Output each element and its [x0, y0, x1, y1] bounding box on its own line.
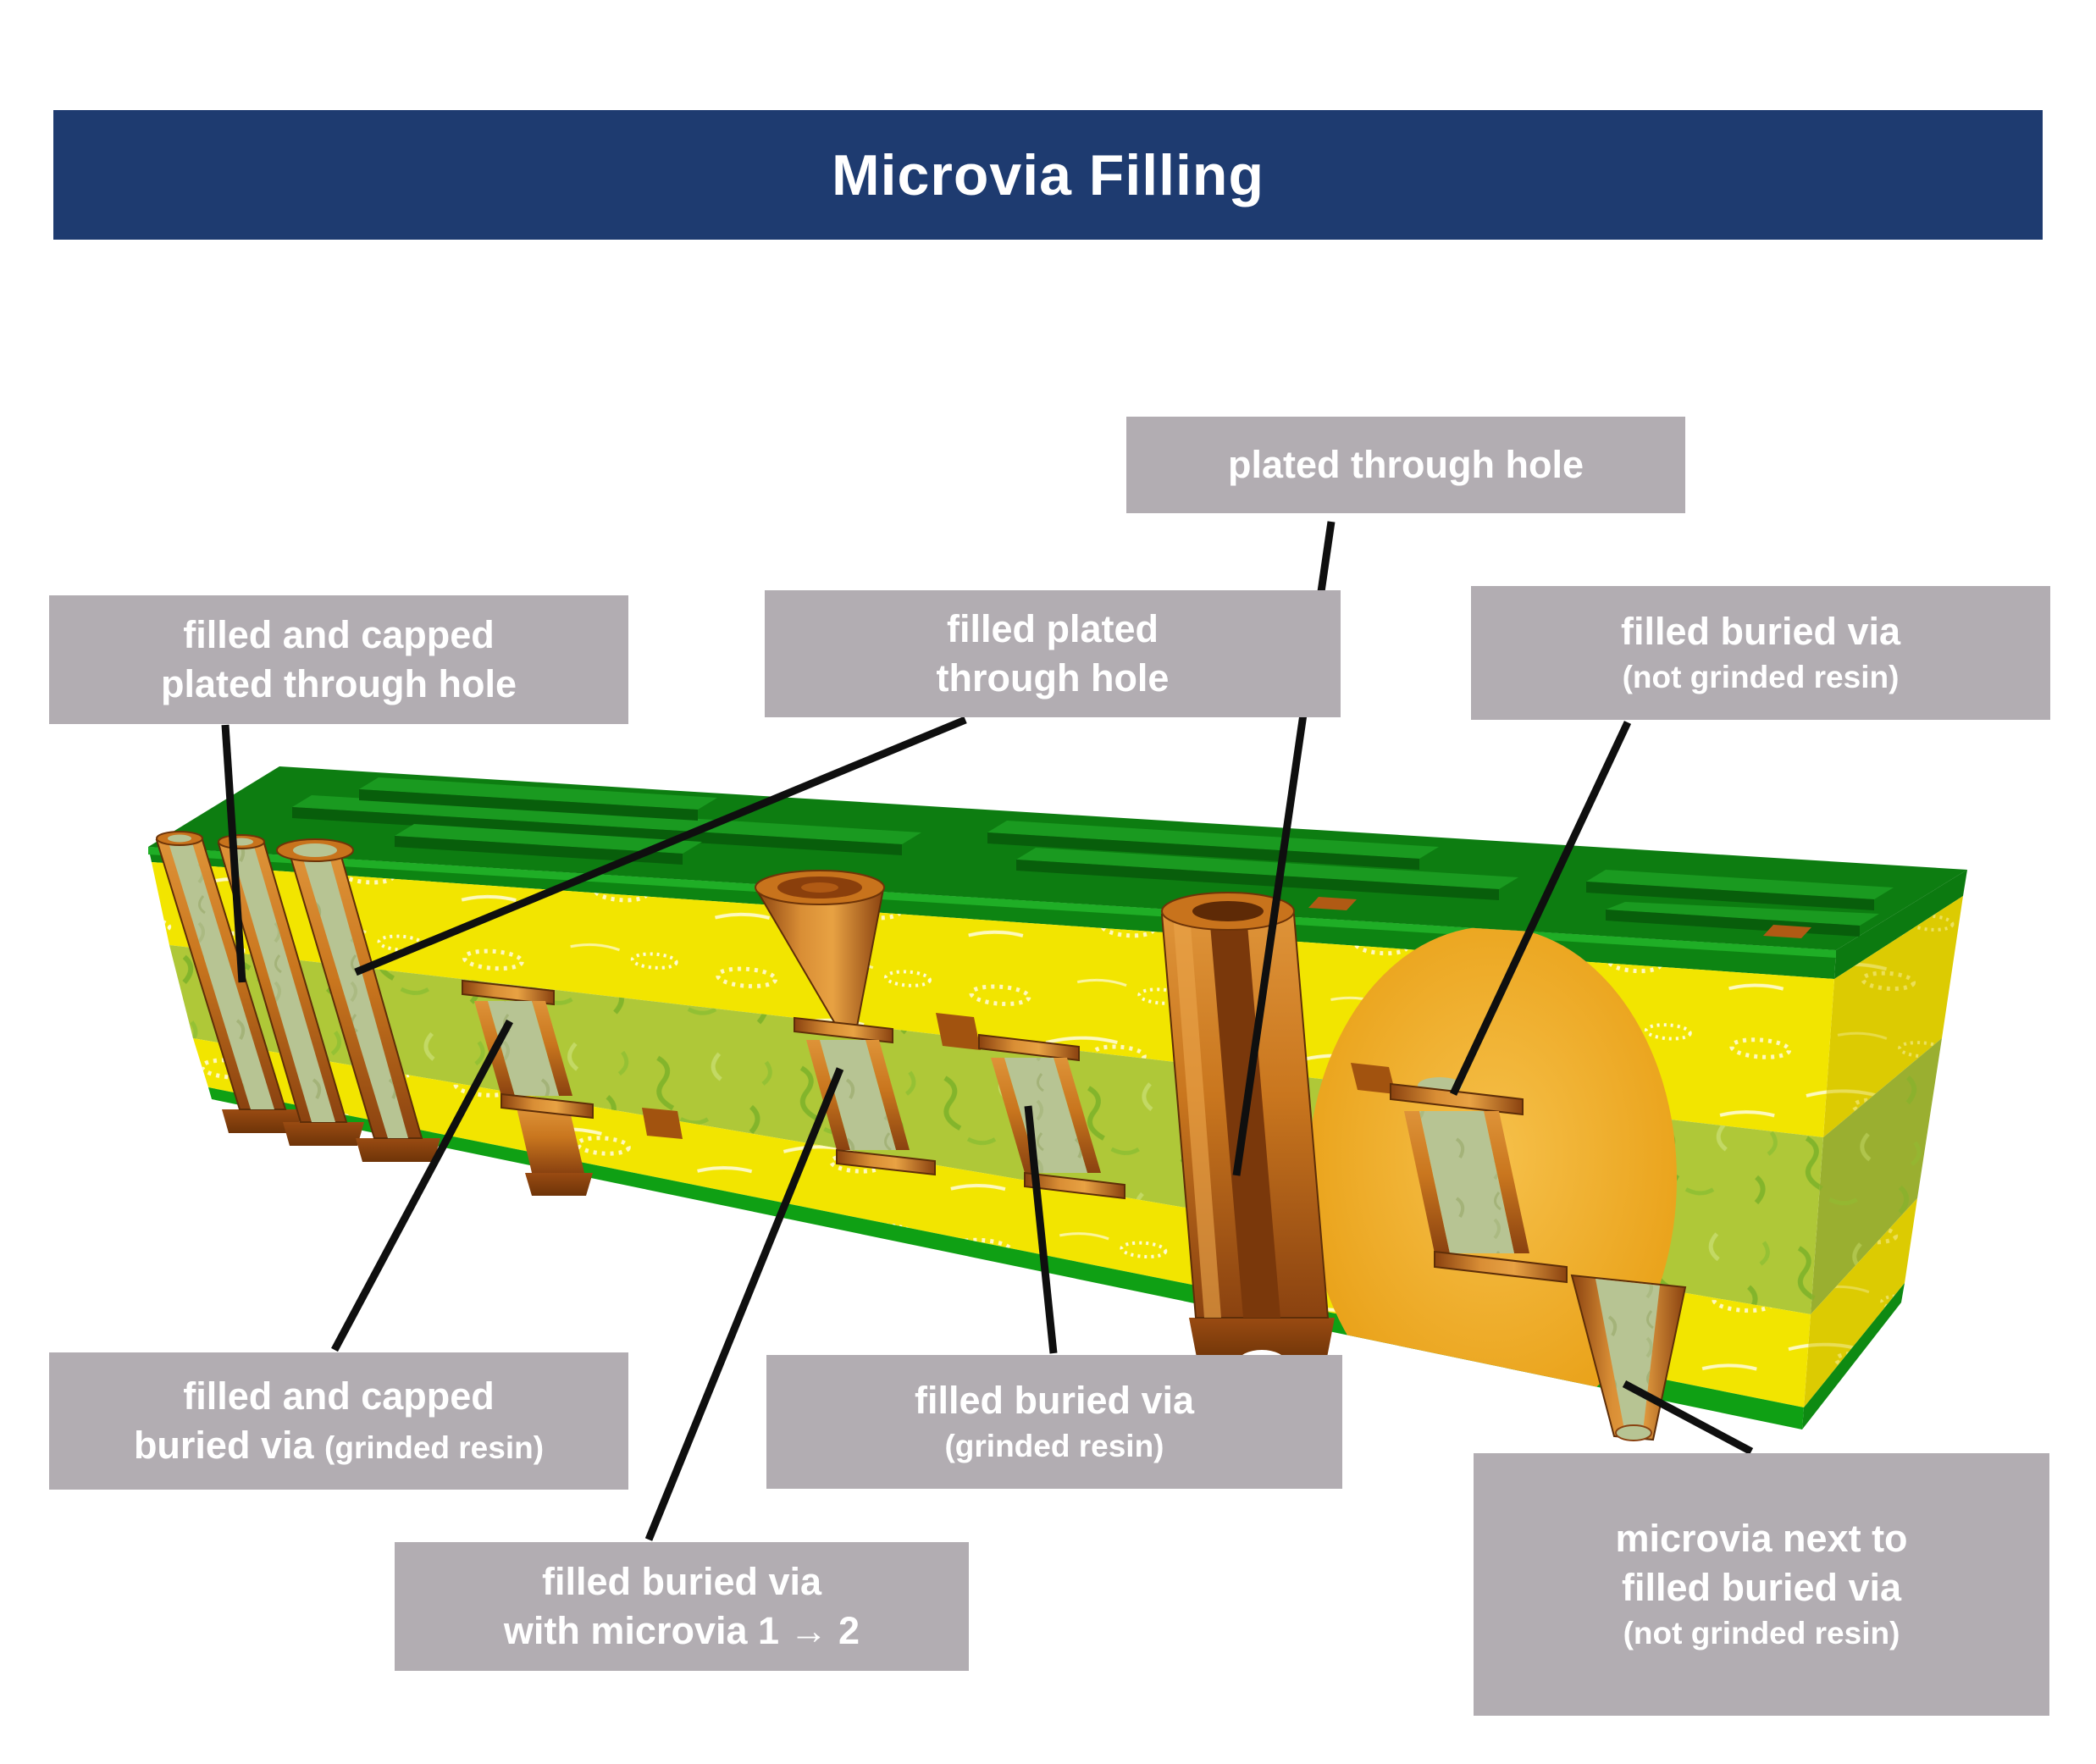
label-microvia-next-to: microvia next to filled buried via (not … — [1474, 1453, 2049, 1716]
label-line: filled buried via — [914, 1379, 1195, 1422]
top-copper-pads — [1308, 897, 1811, 938]
label-filled-capped-buried: filled and capped buried via (grinded re… — [49, 1352, 628, 1490]
leader-filled-pth — [354, 716, 967, 976]
label-line-part: (grinded resin) — [324, 1430, 545, 1465]
leader-buried-with-microvia — [644, 1067, 844, 1541]
label-line: filled buried via — [541, 1560, 822, 1603]
via-filled-capped-pth — [155, 831, 303, 1133]
label-line: plated through hole — [161, 662, 517, 705]
buried-via-not-grinded — [1390, 1077, 1568, 1284]
label-line: plated through hole — [1228, 443, 1584, 486]
label-line: with microvia 1 → 2 — [503, 1609, 860, 1652]
label-line: filled plated — [946, 607, 1159, 650]
title-bar: Microvia Filling — [53, 110, 2043, 240]
inner-copper-tabs — [642, 1013, 1396, 1139]
label-filled-capped-pth: filled and capped plated through hole — [49, 595, 628, 724]
label-line: filled buried via — [1621, 1566, 1902, 1609]
leader-filled-capped-buried — [331, 1019, 513, 1352]
board-end-face — [1802, 870, 1967, 1429]
top-trace-ridges — [292, 777, 1894, 937]
label-line: (not grinded resin) — [1623, 1616, 1900, 1651]
microvia-cone — [755, 870, 885, 1027]
buried-via-grinded — [978, 1033, 1125, 1200]
label-line: filled and capped — [183, 613, 495, 656]
leader-buried-not-grinded — [1449, 721, 1632, 1096]
via-filled-pth — [276, 838, 440, 1162]
label-line: filled and capped — [183, 1374, 495, 1418]
leader-filled-capped-pth — [221, 724, 246, 983]
label-line: (not grinded resin) — [1622, 660, 1900, 694]
page-title: Microvia Filling — [832, 142, 1264, 207]
label-filled-buried-grinded: filled buried via (grinded resin) — [766, 1355, 1342, 1489]
label-filled-buried-not-grinded: filled buried via (not grinded resin) — [1471, 586, 2050, 720]
label-buried-with-microvia: filled buried via with microvia 1 → 2 — [395, 1542, 969, 1671]
label-line: buried via (grinded resin) — [134, 1421, 544, 1470]
label-pth: plated through hole — [1126, 417, 1685, 513]
label-line: through hole — [936, 656, 1170, 700]
label-line: (grinded resin) — [944, 1429, 1164, 1463]
via-filled-pth-left — [217, 834, 364, 1146]
leader-lines — [221, 521, 1754, 1541]
label-line: filled buried via — [1620, 610, 1901, 653]
leader-microvia-next-to — [1622, 1380, 1754, 1455]
board-top-face — [148, 766, 1967, 950]
board-front-face — [148, 847, 1836, 1429]
label-line: microvia next to — [1615, 1517, 1908, 1560]
label-filled-pth: filled plated through hole — [765, 590, 1341, 717]
label-line-part: buried via — [133, 1424, 325, 1467]
leader-buried-grinded — [1024, 1105, 1058, 1354]
